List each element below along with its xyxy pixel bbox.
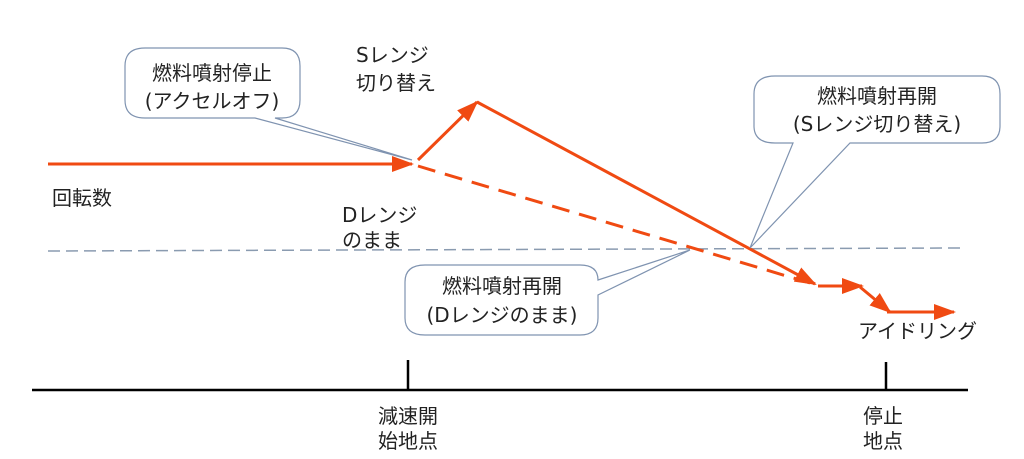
callout-fuel-cut-line2: (アクセルオフ) [145, 89, 280, 113]
idling-label: アイドリング [858, 319, 977, 343]
s-range-label-line2: 切り替え [356, 71, 436, 95]
s-range-label-line1: Sレンジ [356, 43, 429, 67]
stop-point-label-line2: 地点 [863, 429, 903, 453]
fuel-resume-threshold-line [47, 247, 961, 252]
callout-resume-d-line2: (Dレンジのまま) [426, 303, 577, 327]
d-range-label-line2: のまま [342, 228, 402, 252]
s-range-decline-line [476, 100, 817, 286]
callout-fuel-cut-line1: 燃料噴射停止 [152, 61, 272, 85]
decel-start-label-line1: 減速開 [378, 404, 438, 428]
s-range-rise-arrow [416, 100, 479, 162]
callout-resume-s: 燃料噴射再開 (Sレンジ切り替え) [749, 75, 1001, 249]
decel-start-label-line2: 始地点 [378, 429, 438, 453]
d-range-dashed-line [417, 164, 811, 285]
d-range-label-line1: Dレンジ [342, 203, 417, 227]
stop-point-label-line1: 停止 [863, 404, 903, 428]
callout-resume-d-line1: 燃料噴射再開 [442, 274, 562, 298]
callout-resume-d: 燃料噴射再開 (Dレンジのまま) [404, 249, 691, 336]
callout-fuel-cut: 燃料噴射停止 (アクセルオフ) [124, 47, 413, 161]
rpm-label: 回転数 [52, 186, 112, 210]
callout-resume-s-line2: (Sレンジ切り替え) [793, 112, 961, 136]
callout-resume-s-line1: 燃料噴射再開 [817, 84, 937, 108]
idle-step-arrow-2 [859, 285, 892, 314]
